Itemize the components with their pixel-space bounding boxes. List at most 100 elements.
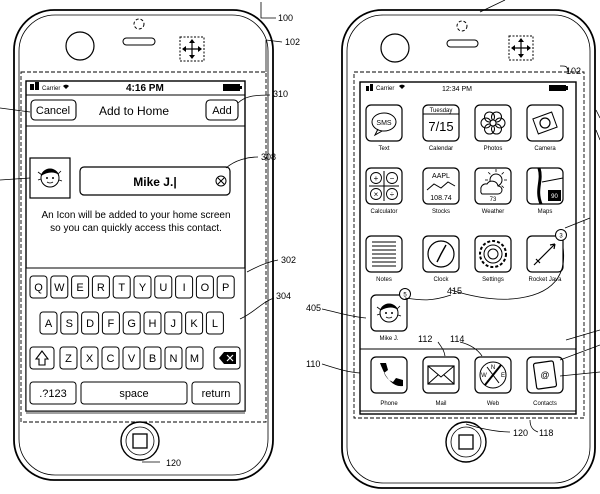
key-h[interactable]: H <box>143 311 162 335</box>
key-n-label: N <box>170 353 178 365</box>
nav-title: Add to Home <box>99 104 169 118</box>
ref-100: 100 <box>278 13 293 23</box>
key-z[interactable]: Z <box>59 346 78 370</box>
highway-number-text: 90 <box>551 194 558 200</box>
key-v-label: V <box>128 353 136 365</box>
move-sensor-icon <box>508 35 534 61</box>
key-t[interactable]: T <box>112 275 131 299</box>
home-button[interactable] <box>445 421 487 463</box>
key-b[interactable]: B <box>143 346 162 370</box>
dock-label: Mail <box>435 401 446 407</box>
key-j[interactable]: J <box>164 311 183 335</box>
at-sign-glyph: @ <box>540 370 549 380</box>
circle-x-icon[interactable] <box>215 175 227 187</box>
key-g[interactable]: G <box>122 311 141 335</box>
dock-label: Phone <box>380 401 398 407</box>
return-key-label: return <box>202 388 231 400</box>
key-r[interactable]: R <box>91 275 110 299</box>
add-button[interactable] <box>205 99 239 121</box>
app-label: Stocks <box>432 209 450 215</box>
dock-phone[interactable]: Phone <box>370 356 408 407</box>
shift-arrow-icon <box>34 350 50 366</box>
dock-label: Web <box>487 401 500 407</box>
key-p-label: P <box>222 282 229 294</box>
key-d[interactable]: D <box>81 311 100 335</box>
ref-112: 112 <box>418 334 432 344</box>
key-o[interactable]: O <box>195 275 214 299</box>
calendar-day-text: Tuesday <box>430 108 453 114</box>
key-i[interactable]: I <box>175 275 194 299</box>
key-r-label: R <box>97 282 105 294</box>
key-x[interactable]: X <box>80 346 99 370</box>
key-f[interactable]: F <box>101 311 120 335</box>
app-calculator[interactable]: +−×÷Calculator <box>365 167 403 215</box>
key-w-label: W <box>54 282 65 294</box>
key-e[interactable]: E <box>71 275 90 299</box>
move-sensor-icon <box>179 36 205 62</box>
proximity-sensor <box>446 20 479 48</box>
key-y[interactable]: Y <box>133 275 152 299</box>
key-f-label: F <box>108 318 115 330</box>
space-key[interactable]: space <box>80 381 188 405</box>
cancel-label: Cancel <box>36 105 70 117</box>
key-n[interactable]: N <box>164 346 183 370</box>
return-key[interactable]: return <box>191 381 241 405</box>
numbers-key[interactable]: .?123 <box>29 381 77 405</box>
ref-110: 110 <box>306 359 320 369</box>
app-camera[interactable]: Camera <box>526 104 564 152</box>
home-button[interactable] <box>120 421 160 461</box>
key-s-label: S <box>66 318 73 330</box>
key-v[interactable]: V <box>122 346 141 370</box>
app-label: Camera <box>534 146 556 152</box>
app-label: Mike J. <box>379 336 398 342</box>
key-c[interactable]: C <box>101 346 120 370</box>
badge-count: 5 <box>403 293 407 299</box>
key-q-label: Q <box>34 282 43 294</box>
space-key-label: space <box>119 388 148 400</box>
app-label: Rocket Java <box>528 277 562 283</box>
app-clock[interactable]: Clock <box>422 235 460 283</box>
backspace-icon <box>219 352 236 364</box>
ref-304: 304 <box>276 291 291 301</box>
key-m[interactable]: M <box>185 346 204 370</box>
notification-badge <box>399 288 411 300</box>
dock-mail[interactable]: Mail <box>422 356 460 407</box>
key-l[interactable]: L <box>205 311 224 335</box>
key-a[interactable]: A <box>39 311 58 335</box>
delete-key[interactable] <box>213 346 241 370</box>
key-k[interactable]: K <box>185 311 204 335</box>
key-p[interactable]: P <box>216 275 235 299</box>
app-notes[interactable]: Notes <box>365 235 403 283</box>
key-s[interactable]: S <box>60 311 79 335</box>
ref-102-left: 102 <box>285 37 300 47</box>
app-mike-j-[interactable]: Mike J. 5 <box>370 288 411 343</box>
stocks-icon <box>422 167 460 205</box>
app-label: Photos <box>484 146 503 152</box>
left-phone: Carrier 4:16 PM Cancel Add to Home Add M… <box>13 9 274 481</box>
shift-key[interactable] <box>29 346 55 370</box>
key-w[interactable]: W <box>50 275 69 299</box>
status-time: 12:34 PM <box>442 86 472 93</box>
key-q[interactable]: Q <box>29 275 48 299</box>
phone-icon <box>370 356 408 394</box>
name-field[interactable] <box>79 166 231 196</box>
ref-310: 310 <box>273 89 288 99</box>
cancel-button[interactable] <box>30 99 77 121</box>
app-settings[interactable]: Settings <box>474 235 512 283</box>
carrier-label: Carrier <box>376 86 394 92</box>
dock-contacts[interactable]: @Contacts <box>526 356 564 407</box>
key-u[interactable]: U <box>154 275 173 299</box>
ref-120-right: 120 <box>513 428 528 438</box>
key-g-label: G <box>127 318 136 330</box>
app-label: Weather <box>482 209 505 215</box>
app-photos[interactable]: Photos <box>474 104 512 152</box>
sms-glyph-text: SMS <box>376 120 392 127</box>
